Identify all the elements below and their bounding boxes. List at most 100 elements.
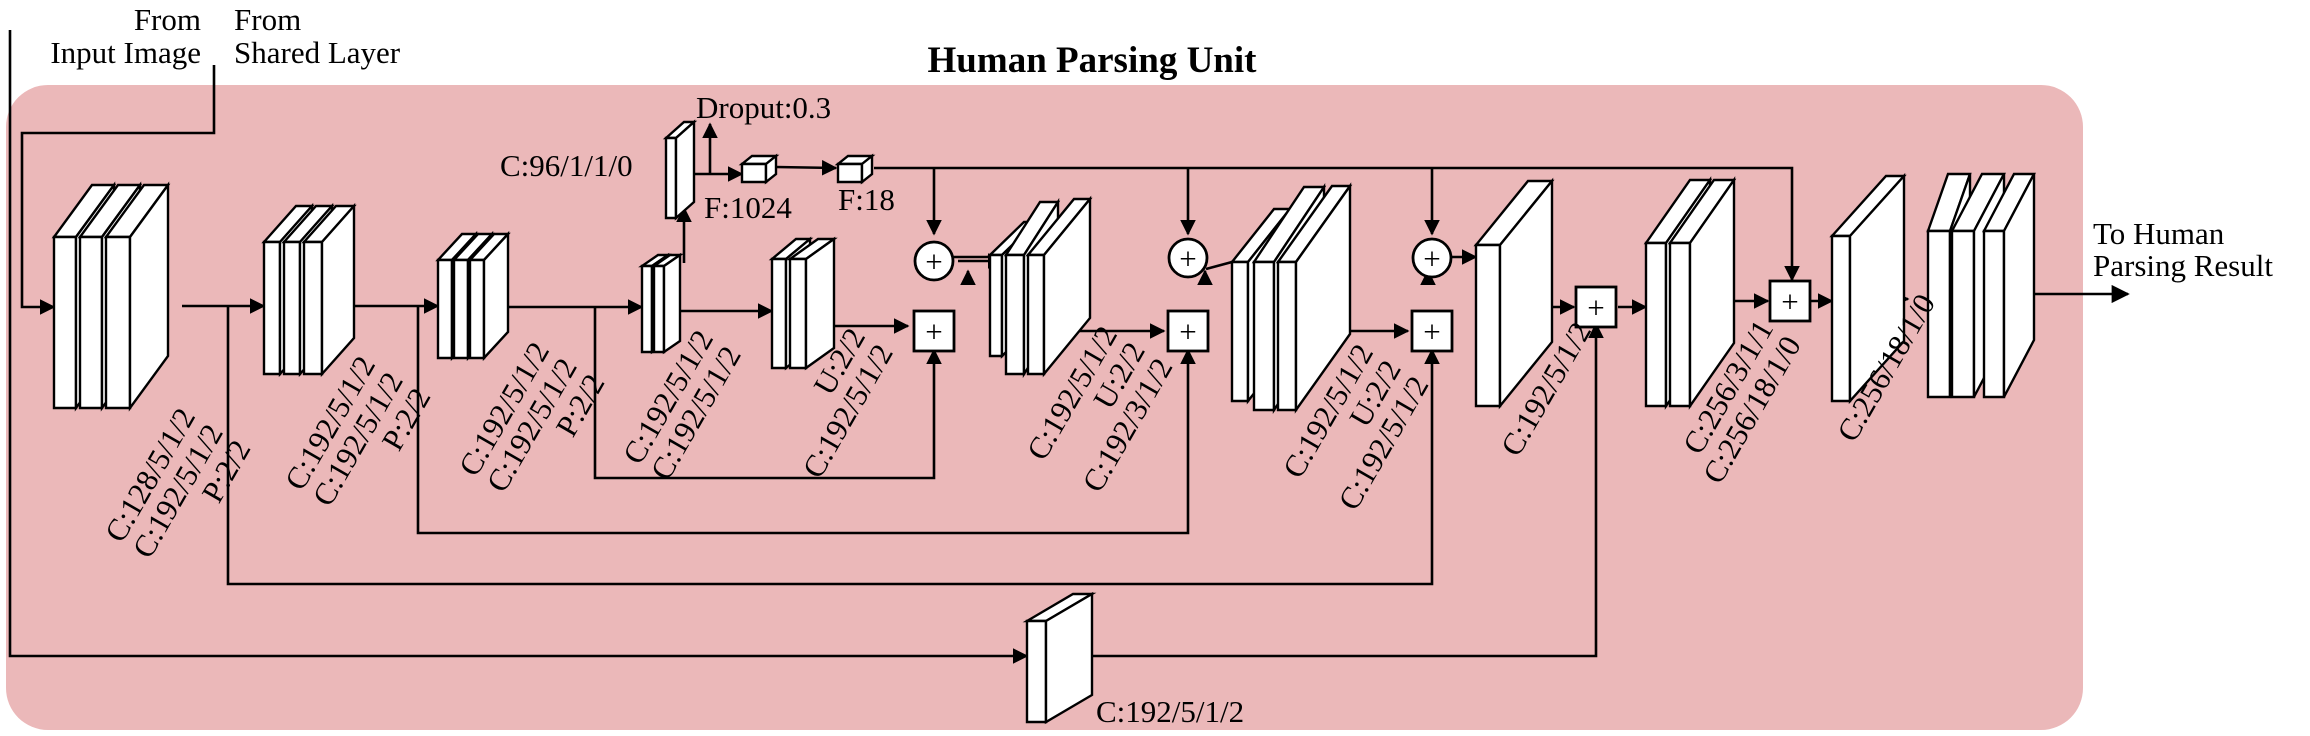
conv-layer [436, 258, 454, 360]
fc-layer [740, 162, 768, 184]
conv-layer [664, 136, 678, 220]
sum-operators: + + + + + + + + [912, 237, 1812, 353]
dropout-branch-wire [874, 166, 1800, 282]
conv-layer [1688, 176, 1736, 410]
input-image-label: From [134, 2, 201, 37]
block-6 [987, 195, 1093, 379]
shared-layer-wire [20, 65, 216, 315]
conv-layer [1026, 253, 1046, 376]
conv-layer [1668, 241, 1692, 408]
block-8 [1473, 177, 1555, 410]
sum-symbol: + [1423, 241, 1440, 276]
conv-layer [1044, 591, 1094, 725]
element-sum-circle-icon [1411, 237, 1453, 279]
pool-layer [302, 240, 324, 376]
dropout-conv-label: C:96/1/1/0 [500, 148, 633, 183]
sum-symbol: + [1179, 241, 1196, 276]
circle-plus-1: + [913, 240, 955, 282]
pool-layer [128, 181, 170, 412]
upsample-layer [1004, 253, 1026, 376]
skip-wire [1082, 322, 1604, 658]
output-layer [1950, 229, 1976, 399]
block-7 [1229, 182, 1353, 414]
sum-symbol: + [1587, 290, 1604, 325]
block-1 [51, 181, 171, 412]
sum-symbol: + [925, 244, 942, 279]
sum-symbol: + [1423, 314, 1440, 349]
input-image-wire [8, 30, 1029, 664]
fc-layer [860, 153, 874, 185]
block-9 [1643, 176, 1737, 410]
sum-box-icon [912, 309, 956, 353]
fc-layer [764, 153, 778, 185]
block-10 [1829, 172, 1907, 405]
dropout-branch-wire [775, 159, 838, 176]
upsample-layer [1252, 260, 1276, 412]
conv-layer [652, 264, 666, 354]
pool-layer [104, 235, 132, 410]
element-sum-circle-icon [1167, 237, 1209, 279]
output-label: To Human [2093, 216, 2225, 251]
shared-layer-label: From [234, 2, 301, 37]
conv-layer [1644, 241, 1668, 408]
conv-layer [282, 240, 302, 376]
conv-layer [1498, 177, 1554, 410]
conv-layer [1474, 243, 1502, 408]
pool-layer [468, 258, 486, 360]
block-4 [638, 252, 684, 355]
dropout-branch-conv [662, 119, 698, 221]
fc2-label: F:18 [838, 182, 895, 217]
conv-layer [640, 264, 654, 354]
skip-conv-label: C:192/5/1/2 [1096, 694, 1244, 729]
output-layer [1982, 229, 2006, 399]
dropout-label: Droput:0.3 [696, 90, 831, 125]
input-image-label: Input Image [50, 35, 201, 70]
fc1-label: F:1024 [704, 190, 792, 225]
conv-layer [788, 257, 808, 370]
skip-wire [416, 305, 1196, 535]
sum-box-icon [1410, 309, 1454, 353]
fc-layer [836, 162, 864, 184]
conv-layer [52, 235, 78, 410]
box-plus-2: + [1166, 309, 1210, 353]
conv-layer [804, 236, 836, 371]
fc-18 [834, 153, 876, 185]
box-plus-5: + [1768, 279, 1812, 323]
pool-layer [320, 202, 356, 378]
sum-box-icon [1768, 279, 1812, 323]
conv-layer [1294, 182, 1352, 414]
element-sum-circle-icon [913, 240, 955, 282]
conv-layer [1042, 195, 1092, 378]
conv-layer [262, 240, 282, 376]
box-plus-3: + [1410, 309, 1454, 353]
conv-layer [1230, 260, 1250, 403]
human-parsing-unit-panel [6, 85, 2083, 730]
sum-symbol: + [925, 314, 942, 349]
sum-symbol: + [1179, 314, 1196, 349]
box-plus-4: + [1574, 285, 1618, 329]
unit-title: Human Parsing Unit [928, 40, 1258, 81]
conv-layer [674, 119, 696, 221]
conv-layer [988, 253, 1004, 358]
conv-layer [662, 252, 682, 355]
conv-layer [1025, 619, 1048, 724]
block-2 [261, 202, 357, 378]
circle-plus-3: + [1411, 237, 1453, 279]
block-5 [768, 236, 838, 371]
skip-conv-block [1022, 591, 1097, 725]
conv-layer [78, 235, 104, 410]
conv-layer [1276, 260, 1298, 412]
circle-plus-2: + [1167, 237, 1209, 279]
pool-layer [482, 230, 510, 362]
merge-wire [1205, 260, 1233, 271]
connection-wires [8, 30, 2130, 664]
output-layer [2002, 173, 2036, 398]
upsample-layer [770, 257, 788, 370]
skip-wire [593, 307, 942, 480]
shared-layer-label: Shared Layer [234, 35, 401, 70]
sum-box-icon [1574, 285, 1618, 329]
skip-wire [226, 306, 1440, 586]
sum-symbol: + [1781, 284, 1798, 319]
layer-blocks [51, 119, 2036, 725]
